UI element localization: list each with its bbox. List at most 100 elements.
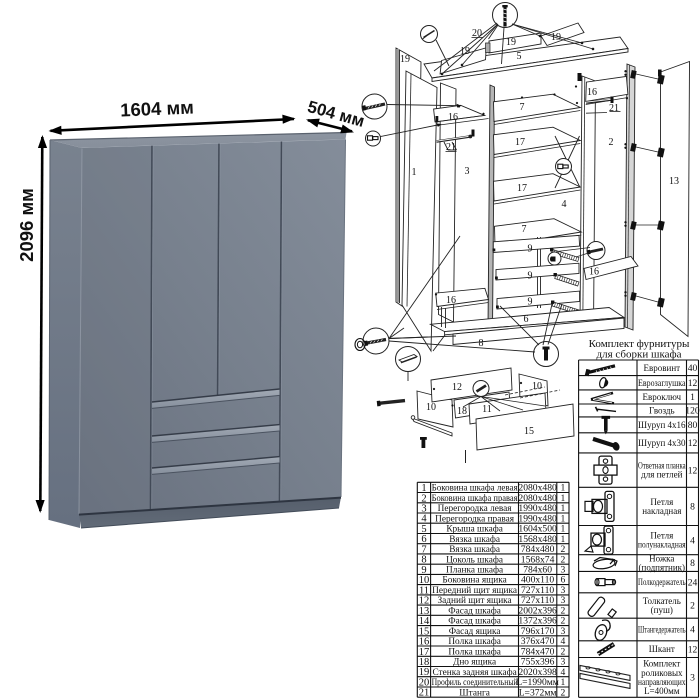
svg-text:4: 4 (690, 625, 695, 636)
svg-text:12: 12 (419, 596, 430, 607)
svg-text:2: 2 (561, 554, 566, 565)
svg-text:1: 1 (561, 524, 566, 535)
svg-text:14: 14 (419, 616, 430, 627)
svg-text:3: 3 (690, 673, 695, 684)
svg-text:400х110: 400х110 (521, 575, 554, 586)
svg-text:1372х396: 1372х396 (518, 616, 557, 627)
svg-text:8: 8 (690, 558, 695, 569)
svg-text:2: 2 (421, 493, 426, 504)
svg-text:12: 12 (688, 465, 698, 476)
svg-text:784х480: 784х480 (521, 544, 555, 555)
svg-text:3: 3 (561, 626, 566, 637)
svg-text:1: 1 (561, 483, 566, 494)
svg-text:15: 15 (419, 626, 430, 637)
svg-text:19: 19 (506, 37, 516, 48)
svg-text:Штанга: Штанга (459, 688, 490, 698)
svg-text:L=1990мм: L=1990мм (516, 677, 559, 688)
svg-text:19: 19 (400, 54, 410, 65)
svg-text:24: 24 (688, 577, 698, 588)
svg-text:1604х500: 1604х500 (518, 524, 557, 535)
svg-text:12: 12 (688, 378, 698, 389)
svg-text:Штангедержатель: Штангедержатель (638, 625, 686, 635)
svg-text:120: 120 (685, 406, 700, 417)
svg-text:Цоколь шкафа: Цоколь шкафа (446, 554, 503, 565)
svg-text:Профиль соединительный: Профиль соединительный (432, 677, 518, 688)
svg-text:17: 17 (419, 647, 430, 658)
svg-text:Комплект: Комплект (643, 659, 680, 669)
svg-text:Гвоздь: Гвоздь (649, 405, 675, 415)
svg-text:11: 11 (482, 404, 492, 415)
svg-text:1: 1 (561, 677, 566, 688)
svg-text:784х470: 784х470 (521, 646, 555, 657)
svg-text:16: 16 (589, 267, 599, 278)
svg-text:4: 4 (421, 514, 427, 525)
svg-text:21: 21 (419, 688, 430, 699)
svg-text:1568х74: 1568х74 (521, 554, 555, 565)
svg-text:полунакладная: полунакладная (638, 540, 686, 550)
svg-text:Фасад ящика: Фасад ящика (449, 627, 501, 637)
svg-text:7: 7 (520, 102, 525, 113)
svg-text:1: 1 (561, 503, 566, 514)
svg-text:19: 19 (419, 667, 430, 678)
svg-text:20: 20 (472, 28, 482, 39)
svg-text:2: 2 (561, 616, 566, 627)
svg-text:3: 3 (421, 504, 426, 515)
svg-text:Шкант: Шкант (649, 644, 675, 654)
svg-text:1990х480: 1990х480 (518, 513, 557, 524)
svg-text:Шуруп 4х30: Шуруп 4х30 (638, 438, 686, 448)
svg-text:1: 1 (412, 167, 417, 178)
svg-text:Еврозаглушка: Еврозаглушка (638, 378, 686, 388)
svg-text:20: 20 (419, 678, 430, 689)
svg-text:5: 5 (421, 524, 426, 535)
svg-text:6: 6 (561, 575, 566, 586)
svg-text:3: 3 (561, 657, 566, 668)
svg-text:17: 17 (517, 183, 527, 194)
svg-text:Боковина шкафа правая: Боковина шкафа правая (432, 493, 519, 504)
svg-text:13: 13 (419, 606, 430, 617)
svg-text:для сборки шкафа: для сборки шкафа (596, 349, 681, 361)
svg-text:12: 12 (688, 438, 698, 449)
svg-text:10: 10 (419, 575, 430, 586)
svg-text:L=372мм: L=372мм (519, 687, 557, 698)
svg-text:Фасад шкафа: Фасад шкафа (448, 605, 501, 616)
svg-text:16: 16 (587, 87, 597, 98)
svg-text:Вязка шкафа: Вязка шкафа (449, 544, 500, 555)
svg-text:11: 11 (419, 585, 429, 596)
svg-text:796х170: 796х170 (521, 626, 555, 637)
svg-text:727х110: 727х110 (521, 585, 554, 596)
svg-text:17: 17 (515, 137, 525, 148)
svg-text:16: 16 (446, 295, 456, 306)
svg-text:L=400мм: L=400мм (644, 686, 680, 696)
svg-text:9: 9 (528, 244, 533, 255)
svg-text:12: 12 (452, 382, 462, 393)
svg-text:8: 8 (421, 555, 426, 566)
svg-text:(пуш): (пуш) (651, 605, 673, 615)
svg-text:12: 12 (688, 644, 698, 655)
svg-text:Ответная планка: Ответная планка (638, 461, 686, 471)
svg-text:накладная: накладная (642, 506, 681, 516)
svg-text:7: 7 (522, 224, 527, 235)
svg-text:Боковина ящика: Боковина ящика (442, 576, 506, 586)
svg-text:Дно ящика: Дно ящика (453, 658, 496, 668)
svg-text:Крыша шкафа: Крыша шкафа (446, 524, 503, 535)
svg-text:2: 2 (561, 646, 566, 657)
svg-text:Полка шкафа: Полка шкафа (448, 636, 501, 647)
svg-text:21: 21 (446, 142, 456, 153)
svg-text:16: 16 (448, 112, 458, 123)
svg-text:6: 6 (421, 534, 426, 545)
svg-text:2: 2 (609, 137, 614, 148)
svg-text:Передний щит ящика: Передний щит ящика (432, 585, 517, 596)
svg-text:19: 19 (460, 46, 470, 57)
svg-text:Стенка задняя шкафа: Стенка задняя шкафа (432, 667, 516, 678)
svg-text:для петлей: для петлей (641, 470, 682, 480)
svg-text:направляющих: направляющих (638, 677, 686, 687)
svg-text:Фасад шкафа: Фасад шкафа (448, 616, 501, 627)
svg-text:19: 19 (551, 32, 561, 43)
svg-text:1: 1 (421, 483, 426, 494)
svg-text:784х60: 784х60 (523, 565, 552, 576)
svg-text:2080х480: 2080х480 (518, 483, 557, 494)
svg-text:5: 5 (517, 51, 522, 62)
svg-text:1990х480: 1990х480 (518, 503, 557, 514)
svg-text:Ножка: Ножка (649, 553, 674, 563)
svg-text:1: 1 (561, 513, 566, 524)
